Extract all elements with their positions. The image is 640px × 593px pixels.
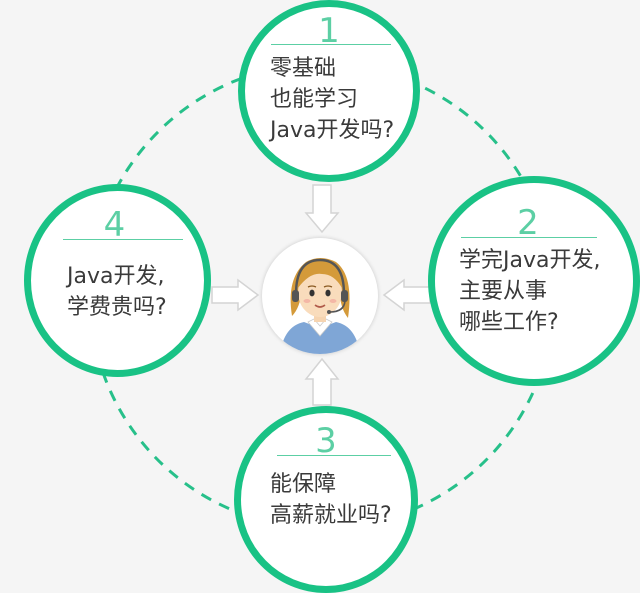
- number-underline: [277, 455, 391, 456]
- bubble-text: Java开发, 学费贵吗?: [67, 261, 167, 323]
- arrow-bottom: [304, 357, 340, 406]
- bubble-number: 1: [318, 11, 340, 51]
- bubble-number: 4: [103, 205, 126, 245]
- bubble-text: 零基础 也能学习 Java开发吗?: [270, 53, 394, 146]
- number-underline: [271, 44, 391, 45]
- bubble-line: 主要从事: [459, 279, 548, 304]
- question-bubble-2: 2 学完Java开发, 主要从事 哪些工作?: [428, 176, 640, 386]
- customer-service-agent-icon: [262, 238, 378, 354]
- bubble-line: 哪些工作?: [459, 310, 559, 335]
- bubble-text: 学完Java开发, 主要从事 哪些工作?: [459, 245, 600, 338]
- question-bubble-1: 1 零基础 也能学习 Java开发吗?: [238, 0, 420, 182]
- bubble-line: Java开发吗?: [270, 118, 395, 143]
- number-underline: [63, 239, 183, 240]
- bubble-line: 学费贵吗?: [67, 295, 167, 320]
- question-bubble-4: 4 Java开发, 学费贵吗?: [24, 184, 211, 377]
- bubble-line: 学完Java开发,: [459, 248, 601, 273]
- question-bubble-3: 3 能保障 高薪就业吗?: [234, 406, 418, 593]
- agent-illustration: [280, 258, 360, 354]
- arrow-right: [382, 278, 431, 312]
- arrow-top: [304, 184, 340, 234]
- bubble-line: 高薪就业吗?: [270, 503, 392, 528]
- bubble-text: 能保障 高薪就业吗?: [270, 469, 392, 531]
- arrow-left: [211, 278, 260, 312]
- bubble-number: 3: [315, 421, 337, 461]
- bubble-line: Java开发,: [67, 264, 165, 289]
- bubble-line: 零基础: [270, 56, 337, 81]
- number-underline: [461, 237, 597, 238]
- bubble-number: 2: [517, 203, 539, 243]
- bubble-line: 能保障: [270, 472, 337, 497]
- bubble-line: 也能学习: [270, 87, 359, 112]
